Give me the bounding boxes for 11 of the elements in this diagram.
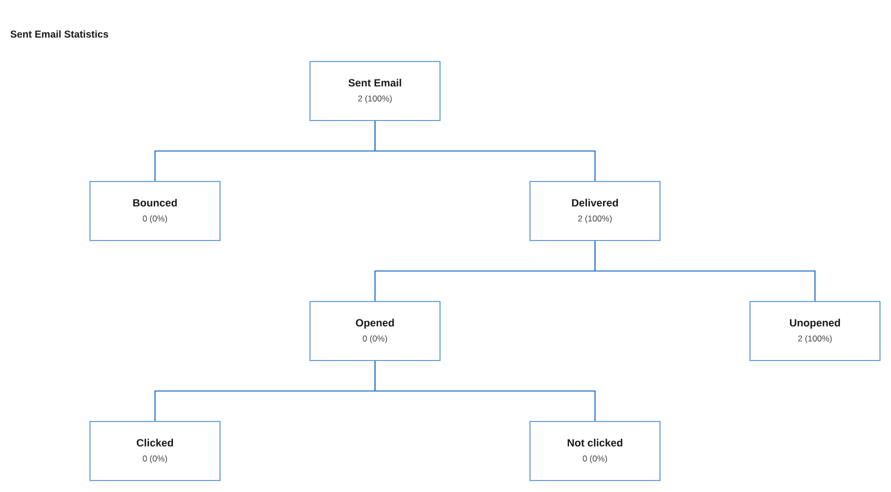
stat-box: Clicked 0 (0%) — [90, 421, 220, 481]
stat-box: Sent Email 2 (100%) — [310, 61, 440, 121]
connector-line — [594, 240, 816, 302]
stat-box: Delivered 2 (100%) — [530, 181, 660, 241]
stat-box: Opened 0 (0%) — [310, 301, 440, 361]
stat-box: Unopened 2 (100%) — [750, 301, 880, 361]
connector-line — [374, 360, 596, 422]
stat-box: Not clicked 0 (0%) — [530, 421, 660, 481]
connector-line — [374, 120, 596, 182]
stat-box: Bounced 0 (0%) — [90, 181, 220, 241]
title: Sent Email Statistics — [10, 30, 108, 38]
